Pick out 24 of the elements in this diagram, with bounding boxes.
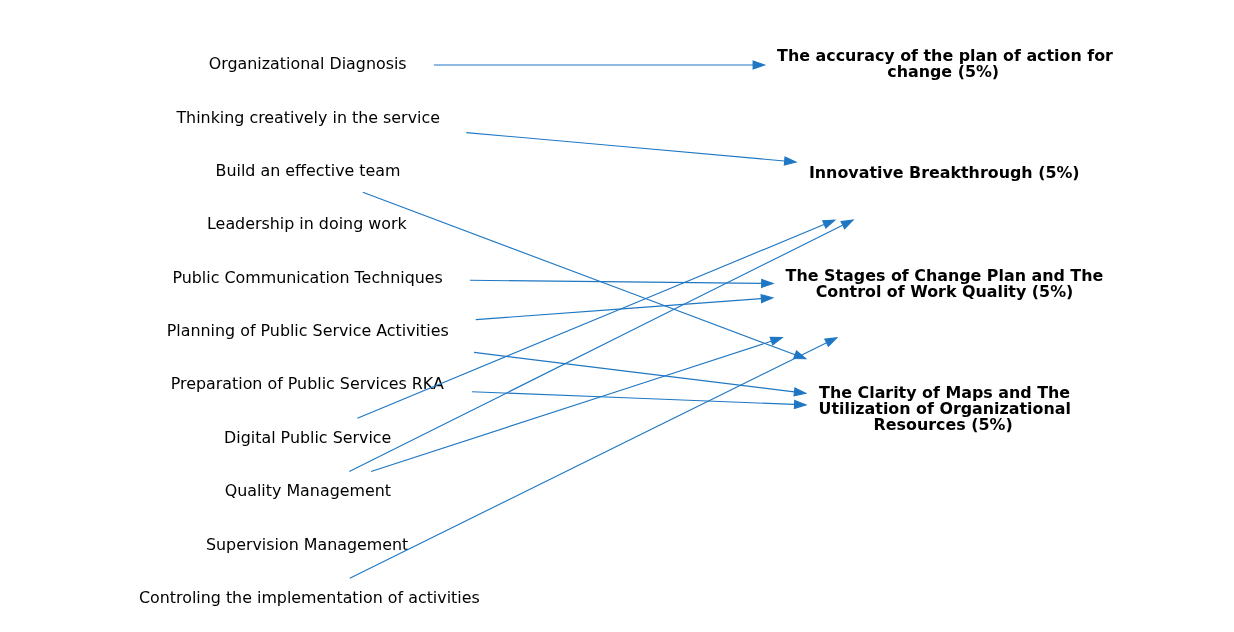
arrow	[348, 219, 855, 473]
node-text: The Stages of Change Plan and The Control of Work Quality (5%)	[785, 266, 1104, 301]
node-text: The Clarity of Maps and The Utilization of Organizational Resources (5%)	[818, 382, 1071, 434]
node-text: The accuracy of the plan of action for change (5%)	[777, 45, 1113, 81]
node-text: Preparation of Public Services RKA	[170, 374, 444, 394]
arrow	[349, 336, 839, 579]
node-text: Digital Public Service	[224, 427, 392, 447]
node-text: Leadership in doing work	[207, 214, 407, 234]
node-text: Thinking creatively in the service	[176, 107, 440, 127]
node-text: Planning of Public Service Activities	[166, 321, 449, 341]
node-text: Quality Management	[224, 481, 392, 501]
node-text: Public Communication Techniques	[172, 267, 443, 287]
arrow	[356, 219, 837, 419]
arrow	[370, 336, 784, 473]
arrow	[469, 278, 775, 289]
node-text: Supervision Management	[205, 534, 409, 554]
arrow	[433, 60, 767, 70]
arrow	[465, 132, 798, 166]
node-text: Organizational Diagnosis	[208, 54, 407, 74]
node-text: Controling the implementation of activities	[138, 587, 480, 607]
arrow	[475, 293, 775, 321]
arrow	[471, 391, 808, 410]
node-text: Build an effective team	[215, 160, 401, 180]
node-text: Innovative Breakthrough (5%)	[808, 163, 1080, 183]
